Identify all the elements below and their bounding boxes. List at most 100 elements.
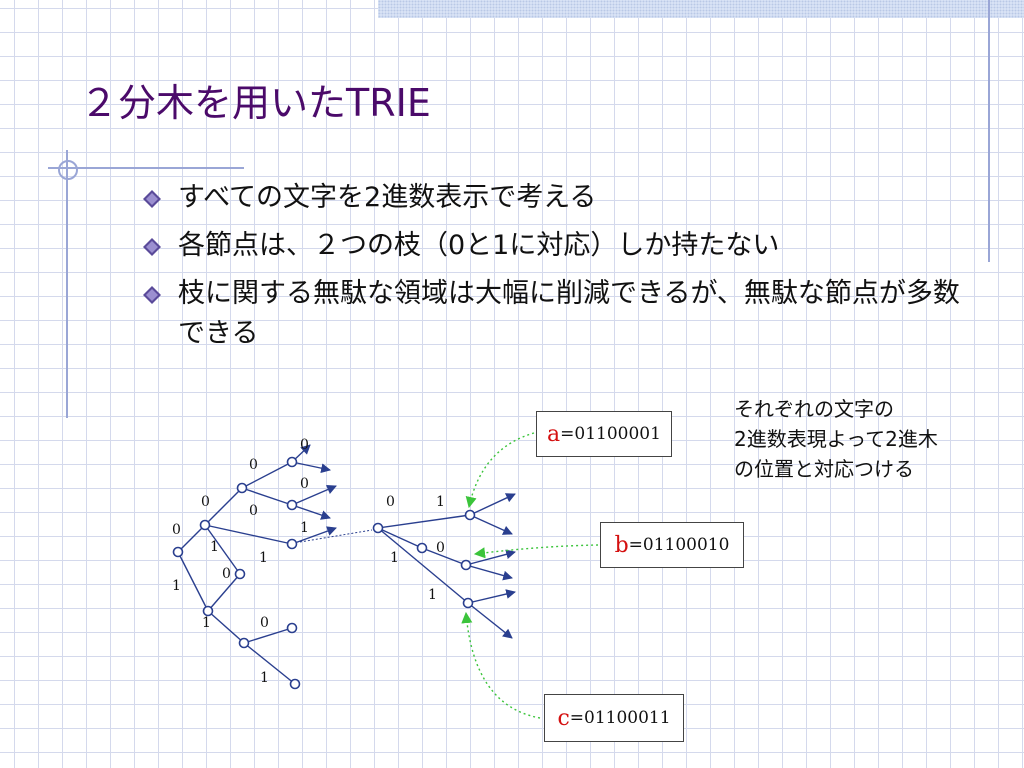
bullet-item: すべての文字を2進数表示で考える — [140, 178, 970, 218]
circle-node-icon — [286, 538, 298, 550]
edge-label: 0 — [249, 457, 258, 473]
tree-connector — [299, 529, 373, 543]
bullet-item: 枝に関する無駄な領域は大幅に削減できるが、無駄な節点が多数できる — [140, 274, 970, 354]
edge-label: 0 — [386, 494, 395, 510]
left-tree-nodes — [172, 456, 301, 690]
diamond-bullet-icon — [143, 190, 161, 208]
bullet-list: すべての文字を2進数表示で考える 各節点は、２つの枝（0と1に対応）しか持たない… — [140, 178, 970, 362]
note-line: の位置と対応つける — [734, 457, 914, 481]
code-value: =01100011 — [569, 708, 671, 728]
tree-edge — [241, 487, 293, 506]
tree-edge — [467, 602, 513, 639]
edge-label: 1 — [210, 539, 219, 555]
code-value: =01100010 — [628, 535, 730, 555]
tree-edge — [291, 484, 337, 506]
tree-edge — [243, 627, 293, 644]
tree-edge — [207, 573, 241, 612]
page-title: ２分木を用いたTRIE — [80, 81, 431, 125]
circle-node-icon — [289, 678, 301, 690]
code-letter: b — [614, 532, 629, 558]
tree-edge — [291, 461, 331, 473]
tree-edge — [467, 589, 516, 604]
edge-label: 0 — [172, 522, 181, 538]
tree-edge — [291, 504, 331, 520]
circle-node-icon — [372, 522, 384, 534]
note-line: 2進数表現よって2進木 — [734, 427, 938, 451]
right-tree-edges — [377, 493, 516, 639]
circle-node-icon — [462, 597, 474, 609]
code-box-c: c=01100011 — [544, 694, 684, 742]
bullet-text: すべての文字を2進数表示で考える — [178, 182, 597, 213]
code-letter: c — [557, 705, 570, 731]
tree-edge — [421, 547, 467, 566]
edge-label: 1 — [390, 550, 399, 566]
circle-node-icon — [416, 542, 428, 554]
left-edge-labels: 0 1 0 1 0 1 0 1 0 0 0 1 0 1 — [172, 437, 309, 686]
code-box-b: b=01100010 — [600, 522, 744, 568]
circle-node-icon — [464, 509, 476, 521]
code-value: =01100001 — [560, 424, 661, 444]
deco-horizontal-line — [48, 167, 244, 169]
circle-node-icon — [202, 605, 214, 617]
edge-label: 0 — [201, 494, 210, 510]
edge-label: 1 — [428, 587, 437, 603]
bullet-text: 枝に関する無駄な領域は大幅に削減できるが、無駄な節点が多数できる — [178, 278, 960, 349]
tree-edge — [204, 524, 241, 575]
deco-circle — [58, 160, 78, 180]
tree-edge — [241, 461, 293, 489]
tree-edge — [291, 526, 337, 545]
edge-label: 1 — [172, 578, 181, 594]
right-tree-nodes — [372, 509, 476, 609]
tree-edge — [469, 514, 513, 535]
tree-edge — [204, 524, 293, 545]
circle-node-icon — [460, 559, 472, 571]
code-box-a: a=01100001 — [536, 411, 672, 457]
tree-edge — [465, 549, 516, 566]
edge-label: 1 — [260, 670, 269, 686]
edge-label: 0 — [436, 540, 445, 556]
edge-label: 0 — [260, 615, 269, 631]
circle-node-icon — [234, 568, 246, 580]
diagram-note: それぞれの文字の 2進数表現よって2進木 の位置と対応つける — [734, 394, 994, 484]
tree-edge — [204, 487, 243, 526]
bullet-text: 各節点は、２つの枝（0と1に対応）しか持たない — [178, 230, 780, 261]
edge-label: 0 — [249, 503, 258, 519]
diamond-bullet-icon — [143, 286, 161, 304]
tree-edge — [469, 493, 516, 516]
code-pointers — [461, 432, 599, 719]
edge-label: 0 — [222, 566, 231, 582]
tree-edge — [177, 551, 209, 612]
tree-edge — [377, 514, 471, 529]
tree-edge — [377, 527, 423, 549]
top-decor-band — [378, 0, 1024, 18]
right-edge-labels: 0 1 1 0 1 — [386, 494, 445, 603]
diamond-bullet-icon — [143, 238, 161, 256]
note-line: それぞれの文字の — [734, 397, 894, 421]
bullet-item: 各節点は、２つの枝（0と1に対応）しか持たない — [140, 226, 970, 266]
edge-label: 1 — [259, 550, 268, 566]
tree-edge — [465, 564, 513, 581]
pointer-c — [461, 611, 541, 719]
circle-node-icon — [286, 622, 298, 634]
edge-label: 1 — [300, 520, 309, 536]
deco-vertical-line-left — [66, 150, 68, 418]
pointer-b — [473, 544, 599, 559]
pointer-a — [465, 432, 535, 509]
left-tree-edges — [177, 444, 337, 685]
tree-edge — [177, 524, 206, 553]
tree-edge — [207, 610, 245, 644]
circle-node-icon — [236, 482, 248, 494]
tree-edge — [243, 642, 296, 685]
deco-vertical-line-right — [988, 0, 990, 262]
edge-label: 1 — [436, 494, 445, 510]
edge-label: 0 — [300, 437, 309, 453]
edge-label: 1 — [202, 615, 211, 631]
circle-node-icon — [172, 546, 184, 558]
circle-node-icon — [286, 499, 298, 511]
tree-edge — [377, 527, 469, 604]
circle-node-icon — [238, 637, 250, 649]
circle-node-icon — [199, 519, 211, 531]
circle-node-icon — [286, 456, 298, 468]
code-letter: a — [547, 421, 561, 447]
